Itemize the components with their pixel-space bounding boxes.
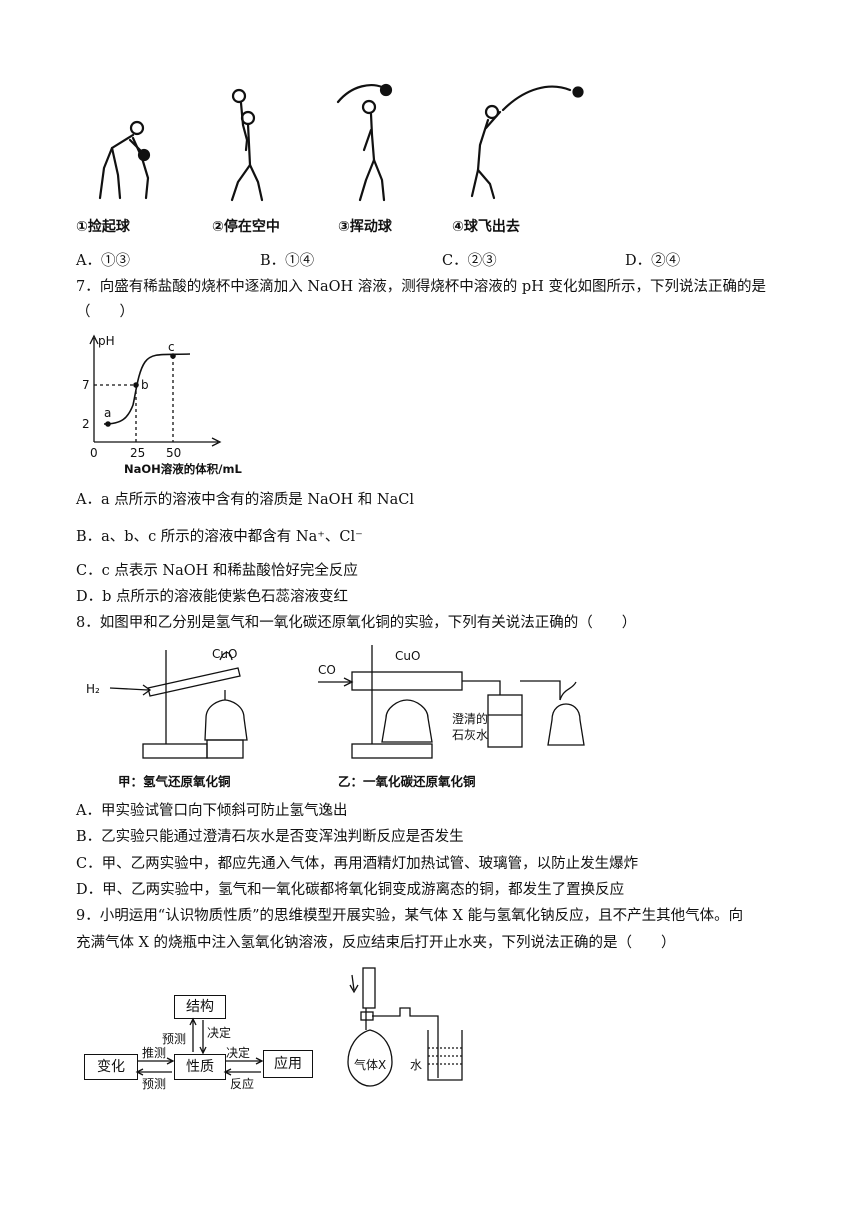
label-gas-x: 气体X	[354, 1058, 387, 1072]
model-decide-right: 决定	[226, 1046, 251, 1060]
model-structure-box: 结构	[174, 995, 226, 1019]
chart-label-b: b	[141, 378, 149, 392]
q6-option-d: D．②④	[625, 253, 681, 269]
chart-xlabel: NaOH溶液的体积/mL	[124, 462, 242, 476]
chart-ylabel: pH	[98, 334, 115, 348]
q6-option-c: C．②③	[442, 253, 497, 269]
label-co: CO	[318, 663, 336, 677]
reduction-apparatus-illustration	[109, 645, 585, 759]
chart-xtick-0: 0	[90, 446, 98, 460]
label-limewater-2: 石灰水	[452, 728, 489, 742]
point-c	[170, 353, 176, 359]
model-predict-left: 预测	[142, 1077, 167, 1091]
q8-option-b: B．乙实验只能通过澄清石灰水是否变浑浊判断反应是否发生	[76, 829, 464, 845]
q9-stem-line-2: 充满气体 X 的烧瓶中注入氢氧化钠溶液，反应结束后打开止水夹，下列说法正确的是（…	[76, 935, 676, 951]
label-limewater: 澄清的	[452, 712, 489, 726]
label-water: 水	[410, 1058, 423, 1072]
q7-stem: 7．向盛有稀盐酸的烧杯中逐滴加入 NaOH 溶液，测得烧杯中溶液的 pH 变化如…	[76, 279, 766, 295]
model-decide-down: 决定	[207, 1026, 232, 1040]
model-application-box: 应用	[263, 1050, 313, 1078]
q6-option-a: A．①③	[76, 253, 130, 269]
model-change-box: 变化	[84, 1054, 138, 1080]
caption-yi: 乙：一氧化碳还原氧化铜	[338, 774, 476, 789]
point-b	[133, 382, 139, 388]
q7-option-b: B．a、b、c 所示的溶液中都含有 Na⁺、Cl⁻	[76, 529, 363, 545]
chart-xtick-50: 50	[166, 446, 182, 460]
stick-figures-illustration	[98, 83, 584, 202]
q8-option-c: C．甲、乙两实验中，都应先通入气体，再用酒精灯加热试管、玻璃管，以防止发生爆炸	[76, 856, 639, 872]
figure-caption-3: ③挥动球	[338, 219, 392, 235]
model-predict-up: 预测	[162, 1032, 187, 1046]
chart-xtick-25: 25	[130, 446, 146, 460]
q7-option-d: D．b 点所示的溶液能使紫色石蕊溶液变红	[76, 589, 349, 605]
model-infer: 推测	[142, 1046, 167, 1060]
q7-option-c: C．c 点表示 NaOH 和稀盐酸恰好完全反应	[76, 563, 358, 579]
chart-label-c: c	[168, 340, 175, 354]
q8-stem: 8．如图甲和乙分别是氢气和一氧化碳还原氧化铜的实验，下列有关说法正确的（ ）	[76, 615, 637, 631]
caption-jia: 甲：氢气还原氧化铜	[118, 774, 231, 789]
label-h2: H₂	[86, 682, 100, 696]
chart-ytick-7: 7	[82, 378, 90, 392]
q9-stem-line-1: 9．小明运用“认识物质性质”的思维模型开展实验，某气体 X 能与氢氧化钠反应，且…	[76, 908, 744, 924]
q8-option-d: D．甲、乙两实验中，氢气和一氧化碳都将氧化铜变成游离态的铜，都发生了置换反应	[76, 882, 625, 898]
label-cuo-2: CuO	[395, 649, 421, 663]
q7-paren: （ ）	[76, 304, 134, 320]
figure-caption-1: ①捡起球	[76, 219, 130, 235]
q6-option-b: B．①④	[260, 253, 315, 269]
model-arrows	[135, 1017, 264, 1076]
q7-option-a: A．a 点所示的溶液中含有的溶质是 NaOH 和 NaCl	[76, 492, 414, 508]
chart-label-a: a	[104, 406, 112, 420]
label-cuo-1: CuO	[212, 647, 238, 661]
model-property-box: 性质	[174, 1054, 226, 1080]
point-a	[105, 421, 111, 427]
flask-apparatus-illustration	[347, 967, 463, 1087]
chart-ytick-2: 2	[82, 417, 90, 431]
q8-option-a: A．甲实验试管口向下倾斜可防止氢气逸出	[76, 803, 348, 819]
ph-curve-chart	[89, 334, 222, 447]
figure-caption-4: ④球飞出去	[452, 219, 520, 235]
model-react: 反应	[230, 1077, 255, 1091]
figure-caption-2: ②停在空中	[212, 219, 280, 235]
